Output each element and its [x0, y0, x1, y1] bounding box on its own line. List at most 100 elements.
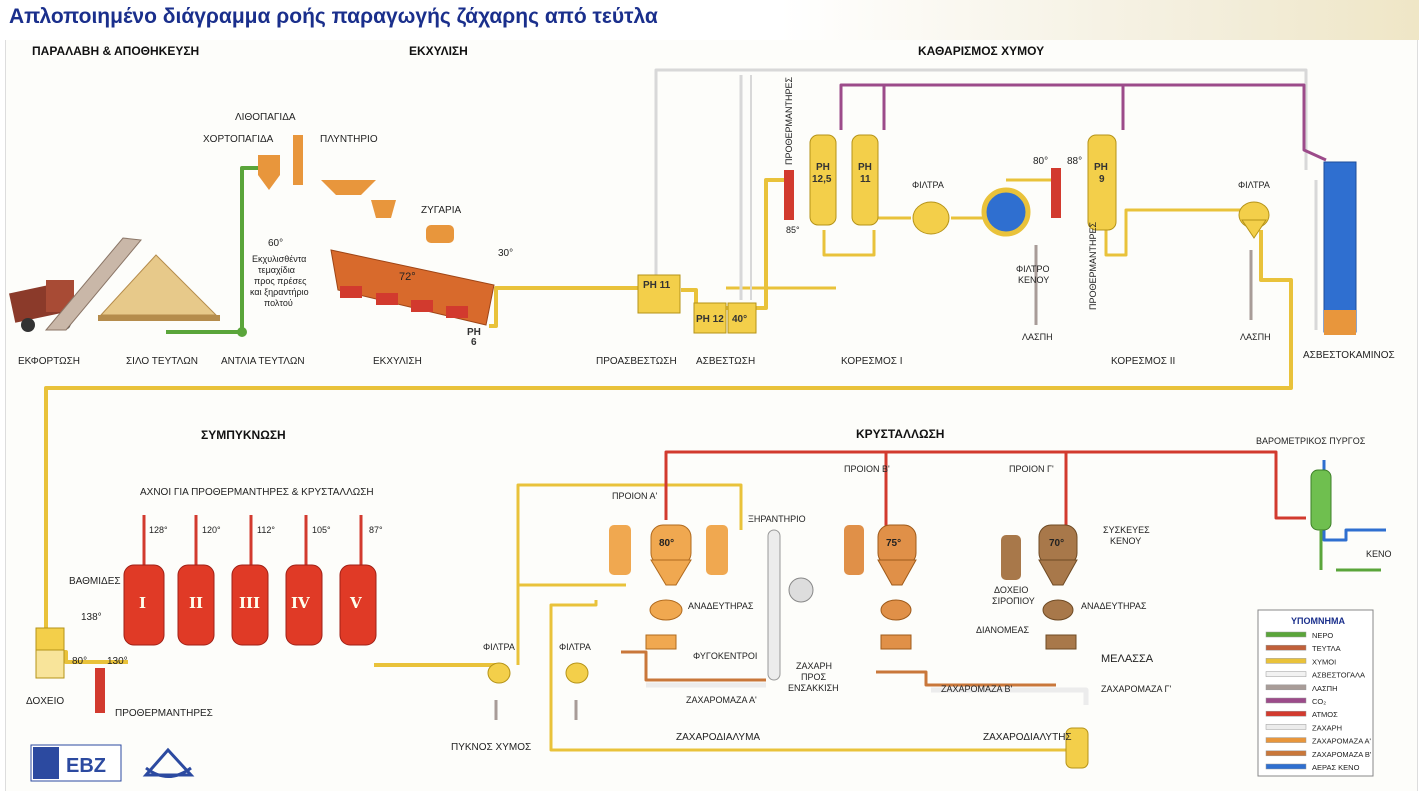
syrup-tank-c — [1001, 535, 1021, 580]
liming-tank-2 — [727, 302, 757, 334]
label-ph12: PH 12 — [696, 314, 724, 325]
legend-label: ΝΕΡΟ — [1312, 631, 1333, 640]
extracted-pieces-text: Εκχυλισθέντα τεμαχίδια προς πρέσες και ξ… — [250, 254, 309, 308]
label-temp-80-top: 80° — [1033, 156, 1048, 167]
feed-tank — [35, 627, 65, 679]
label-mixer-a: ΑΝΑΔΕΥΤΗΡΑΣ — [688, 601, 754, 611]
label-ph11b-b: 11 — [860, 174, 871, 185]
label-molasses: ΜΕΛΑΣΣΑ — [1101, 653, 1154, 665]
vacuum-pan-c — [1038, 524, 1078, 586]
filter-1 — [912, 201, 950, 235]
sugar-dissolver — [1065, 727, 1089, 769]
scale-hopper — [371, 200, 396, 218]
label-filters-1: ΦΙΛΤΡΑ — [912, 180, 944, 190]
legend-swatch — [1265, 697, 1307, 704]
legend-label: ΑΤΜΟΣ — [1312, 710, 1338, 719]
label-centrifuges: ΦΥΓΟΚΕΝΤΡΟΙ — [693, 651, 757, 661]
label-effect-5: V — [349, 594, 362, 612]
section-crystallization: ΚΡΥΣΤΑΛΛΩΣΗ — [856, 427, 944, 441]
label-dryer: ΞΗΡΑΝΤΗΡΙΟ — [748, 514, 806, 524]
legend-label: ΧΥΜΟΙ — [1312, 657, 1336, 666]
legend-swatch — [1265, 671, 1307, 677]
legend-label: ΑΣΒΕΣΤΟΓΑΛΑ — [1312, 671, 1365, 680]
evaporator-1 — [123, 564, 165, 646]
label-filters-4: ΦΙΛΤΡΑ — [559, 642, 591, 652]
label-extracted-2: τεμαχίδια — [258, 265, 295, 275]
legend-label: CO₂ — [1312, 697, 1326, 706]
label-massecuite-a: ΖΑΧΑΡΟΜΑΖΑ Α' — [686, 695, 757, 705]
section-receiving: ΠΑΡΑΛΑΒΗ & ΑΠΟΘΗΚΕΥΣΗ — [32, 44, 199, 58]
label-sugar-solution: ΖΑΧΑΡΟΔΙΑΛΥΜΑ — [676, 732, 760, 743]
baro-tower — [1310, 469, 1332, 570]
label-filters-3: ΦΙΛΤΡΑ — [483, 642, 515, 652]
scale — [426, 225, 454, 243]
label-vacuum-units-2: ΚΕΝΟΥ — [1110, 536, 1141, 546]
filter-2 — [1238, 201, 1270, 239]
legend-label: ΖΑΧΑΡΗ — [1312, 723, 1342, 732]
label-sugar-dissolver: ΖΑΧΑΡΟΔΙΑΛΥΤΗΣ — [983, 732, 1072, 743]
thin-juice-pipe — [44, 230, 1293, 630]
label-massecuite-b: ΖΑΧΑΡΟΜΑΖΑ Β' — [941, 684, 1013, 694]
label-extracted-5: πολτού — [264, 298, 293, 308]
legend-title: ΥΠΟΜΝΗΜΑ — [1291, 616, 1345, 626]
label-mixer-c: ΑΝΑΔΕΥΤΗΡΑΣ — [1081, 601, 1147, 611]
preliming-tank — [637, 274, 681, 314]
legend-label: ΖΑΧΑΡΟΜΑΖΑ Α' — [1312, 737, 1372, 746]
vacuum-filter — [981, 187, 1031, 237]
section-titles: ΠΑΡΑΛΑΒΗ & ΑΠΟΘΗΚΕΥΣΗ ΕΚΧΥΛΙΣΗ ΚΑΘΑΡΙΣΜΟ… — [32, 44, 1044, 442]
pipes — [44, 68, 1386, 752]
legend-swatch — [1265, 684, 1307, 691]
carbonation-tank-2 — [851, 134, 879, 226]
label-mud-1: ΛΑΣΠΗ — [1022, 332, 1053, 342]
label-weed-trap: ΧΟΡΤΟΠΑΓΙΔΑ — [203, 134, 274, 145]
label-sugar-bag-3: ΕΝΣΑΚΚΙΣΗ — [788, 683, 839, 693]
label-temp-85: 85° — [786, 225, 800, 235]
evaporator-4 — [285, 564, 323, 646]
weed-trap — [258, 155, 280, 190]
label-ph11: PH 11 — [643, 280, 671, 291]
label-effect-3: III — [239, 594, 260, 612]
label-beet-pump: ΑΝΤΛΙΑ ΤΕΥΤΛΩΝ — [221, 356, 305, 367]
label-t87: 87° — [369, 525, 383, 535]
carbonation2-pipe — [1104, 208, 1251, 257]
label-t112: 112° — [257, 525, 275, 535]
label-temp-88: 88° — [1067, 156, 1082, 167]
legend-label: ΑΕΡΑΣ ΚΕΝΟ — [1312, 763, 1360, 772]
title-bar: Απλοποιημένο διάγραμμα ροής παραγωγής ζά… — [0, 0, 1419, 40]
label-vacuum-filter-2: ΚΕΝΟΥ — [1018, 275, 1049, 285]
label-syrup-tank-2: ΣΙΡΟΠΙΟΥ — [992, 596, 1035, 606]
carbonation-tank-1 — [809, 134, 837, 226]
legend-swatch — [1265, 658, 1307, 664]
label-t130: 130° — [107, 656, 128, 667]
label-preheaters-v1: ΠΡΟΘΕΡΜΑΝΤΗΡΕΣ — [784, 76, 794, 165]
evaporator-3 — [231, 564, 269, 646]
label-t80-tank: 80° — [72, 656, 87, 667]
label-sugar-bag-2: ΠΡΟΣ — [801, 672, 827, 682]
liming-tank-1 — [693, 302, 727, 334]
label-ph6-a: PH — [467, 327, 481, 338]
diffuser-heater-4 — [446, 306, 468, 318]
label-preheaters-h: ΠΡΟΘΕΡΜΑΝΤΗΡΕΣ — [115, 708, 213, 719]
label-sugar-bag-1: ΖΑΧΑΡΗ — [796, 661, 832, 671]
co2-pipe — [839, 83, 1327, 162]
label-stages: ΒΑΘΜΙΔΕΣ — [69, 576, 121, 587]
label-product-b: ΠΡΟΙΟΝ Β' — [844, 464, 890, 474]
label-diffuser: ΕΚΧΥΛΙΣΗ — [373, 356, 422, 367]
label-thick-juice: ΠΥΚΝΟΣ ΧΥΜΟΣ — [451, 742, 531, 753]
label-extracted-4: και ξηραντήριο — [250, 287, 309, 297]
page-title: Απλοποιημένο διάγραμμα ροής παραγωγής ζά… — [9, 5, 658, 28]
diagram-panel: ΠΑΡΑΛΑΒΗ & ΑΠΟΘΗΚΕΥΣΗ ΕΚΧΥΛΙΣΗ ΚΑΘΑΡΙΣΜΟ… — [5, 40, 1418, 791]
ebz-logo: ΕΒΖ — [30, 744, 122, 782]
legend-swatch — [1265, 631, 1307, 638]
diffuser-heater-1 — [340, 286, 362, 298]
legend-items: ΝΕΡΟΤΕΥΤΛΑΧΥΜΟΙΑΣΒΕΣΤΟΓΑΛΑΛΑΣΠΗCO₂ΑΤΜΟΣΖ… — [1265, 631, 1372, 772]
lime-kiln-base — [1324, 310, 1356, 335]
syrup-tank-a — [609, 525, 631, 575]
label-carbonation-2: ΚΟΡΕΣΜΟΣ ΙΙ — [1111, 356, 1175, 367]
label-ph125-b: 12,5 — [812, 174, 832, 185]
label-t138: 138° — [81, 612, 102, 623]
label-washer: ΠΛΥΝΤΗΡΙΟ — [320, 134, 378, 145]
syrup-tank-b — [844, 525, 864, 575]
label-beet-silo: ΣΙΛΟ ΤΕΥΤΛΩΝ — [126, 356, 198, 367]
label-t128: 128° — [149, 525, 168, 535]
